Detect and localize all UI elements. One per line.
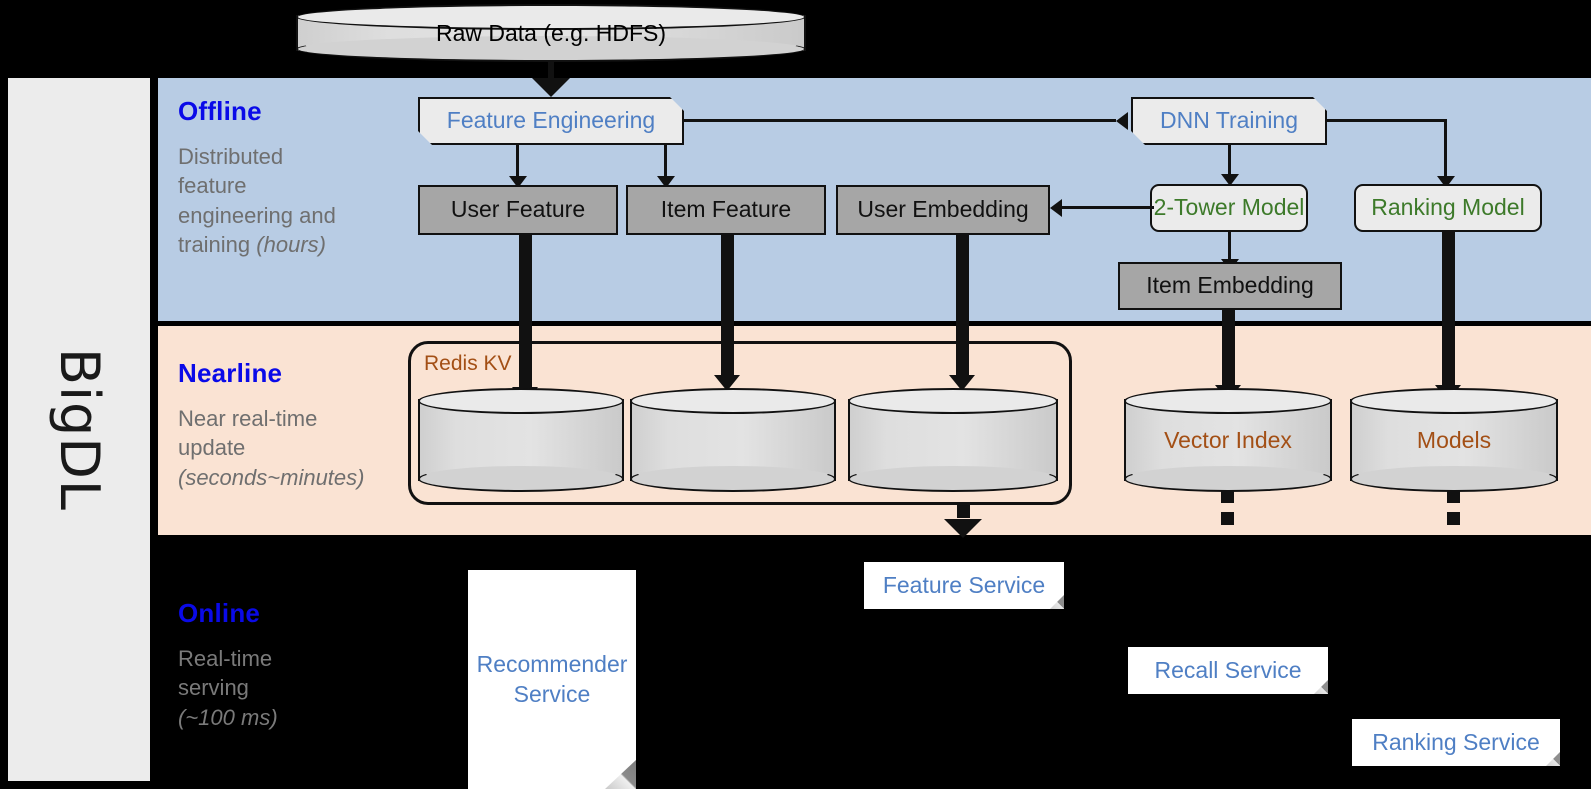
feature-service-surface: Feature Service [864, 562, 1064, 609]
cylinder-top [630, 388, 836, 414]
cylinder-top [848, 388, 1058, 414]
connector-dnn-ranking-h [1327, 119, 1447, 122]
node-user-embedding[interactable]: User Embedding [836, 185, 1050, 235]
bigdl-label: BigDL [47, 348, 111, 511]
item-embedding-label: Item Embedding [1146, 272, 1314, 299]
online-sub-l2: serving [178, 675, 249, 701]
node-feature-service[interactable]: Feature Service [864, 562, 1064, 609]
connector-twotower-itemembedding [1228, 232, 1231, 260]
nearline-sub-l1: Near real-time [178, 406, 318, 431]
band-title-online: Online [178, 598, 261, 628]
connector-dash-vectorindex-a [1221, 490, 1234, 503]
store-item-feature-label [630, 388, 836, 492]
connector-dnn-ranking-v [1444, 119, 1447, 177]
models-cylinder[interactable]: Models [1350, 388, 1558, 492]
recommender-service-surface: Recommender Service [468, 570, 636, 789]
arrowhead-twotower-userembedding [1050, 199, 1062, 217]
recall-service-surface: Recall Service [1128, 647, 1328, 694]
offline-sub-l2: feature [178, 173, 247, 199]
redis-kv-container [408, 341, 1072, 505]
feature-engineering-label: Feature Engineering [446, 107, 656, 134]
connector-dash-vectorindex-b [1221, 512, 1234, 525]
node-user-feature[interactable]: User Feature [418, 185, 618, 235]
cylinder-top [296, 4, 806, 30]
node-item-feature[interactable]: Item Feature [626, 185, 826, 235]
raw-data-label: Raw Data (e.g. HDFS) [435, 19, 667, 46]
recommender-service-label: Recommender Service [476, 650, 628, 707]
band-subtitle-online: Real-time serving (~100 ms) [178, 644, 393, 732]
connector-fe-dnn [684, 119, 1116, 122]
feature-service-label: Feature Service [882, 571, 1046, 598]
band-subtitle-offline: Distributed feature engineering and trai… [178, 142, 388, 260]
cylinder-top [418, 388, 624, 414]
cylinder-bottom [1350, 466, 1558, 492]
vector-index-label: Vector Index [1164, 426, 1292, 453]
node-recall-service[interactable]: Recall Service [1128, 647, 1328, 694]
arrowhead-dnn-twotower [1221, 174, 1239, 186]
vector-index-cylinder[interactable]: Vector Index [1124, 388, 1332, 492]
store-item-feature-cylinder[interactable] [630, 388, 836, 492]
node-ranking-model[interactable]: Ranking Model [1354, 184, 1542, 232]
store-user-embedding-label [848, 388, 1058, 492]
models-label: Models [1416, 426, 1492, 453]
arrowhead-userembedding-store [949, 375, 975, 391]
node-item-embedding[interactable]: Item Embedding [1118, 262, 1342, 310]
ranking-model-label: Ranking Model [1371, 194, 1525, 221]
two-tower-model-label: 2-Tower Model [1153, 194, 1305, 221]
connector-itemembedding-vectorindex [1222, 310, 1235, 388]
user-feature-label: User Feature [450, 196, 586, 223]
store-user-feature-label [418, 388, 624, 492]
item-feature-label: Item Feature [660, 196, 792, 223]
node-recommender-service[interactable]: Recommender Service [468, 570, 636, 789]
recall-service-label: Recall Service [1154, 656, 1302, 683]
offline-sub-l4: training [178, 232, 257, 258]
cylinder-bottom [630, 466, 836, 492]
bigdl-rail: BigDL [8, 78, 150, 781]
nearline-sub-l2: update [178, 435, 246, 461]
arrowhead-itemfeature-store [714, 375, 740, 391]
user-embedding-label: User Embedding [857, 196, 1029, 223]
dnn-training-label: DNN Training [1159, 107, 1299, 134]
node-feature-engineering[interactable]: Feature Engineering [418, 97, 684, 145]
raw-data-cylinder[interactable]: Raw Data (e.g. HDFS) [296, 4, 806, 62]
connector-dash-models-b [1447, 512, 1460, 525]
online-sub-l1: Real-time [178, 646, 273, 671]
node-dnn-training[interactable]: DNN Training [1131, 97, 1327, 145]
store-user-feature-cylinder[interactable] [418, 388, 624, 492]
store-user-embedding-cylinder[interactable] [848, 388, 1058, 492]
connector-rankingmodel-models [1442, 232, 1455, 388]
ranking-service-surface: Ranking Service [1352, 719, 1560, 766]
arrowhead-rawdata-fe [532, 78, 570, 97]
connector-dash-models-a [1447, 490, 1460, 503]
band-title-offline: Offline [178, 96, 262, 126]
connector-userfeature-store [519, 235, 532, 390]
offline-sub-l1: Distributed [178, 144, 284, 169]
connector-fe-userfeature [516, 145, 519, 177]
arrowhead-store-featureservice [944, 519, 982, 538]
cylinder-bottom [296, 36, 806, 62]
cylinder-top [1350, 388, 1558, 414]
online-sub-italic: (~100 ms) [178, 704, 278, 730]
offline-sub-l3: engineering and [178, 202, 336, 228]
band-title-nearline: Nearline [178, 358, 283, 388]
arrowhead-fe-dnn [1116, 112, 1128, 130]
connector-dnn-twotower [1228, 145, 1231, 175]
node-two-tower-model[interactable]: 2-Tower Model [1150, 184, 1308, 232]
band-subtitle-nearline: Near real-time update (seconds~minutes) [178, 404, 413, 492]
connector-rawdata-fe [548, 62, 554, 80]
redis-kv-label: Redis KV [424, 352, 512, 375]
connector-twotower-userembedding [1062, 206, 1154, 209]
cylinder-bottom [848, 466, 1058, 492]
ranking-service-label: Ranking Service [1372, 728, 1540, 755]
offline-sub-italic: (hours) [256, 232, 326, 258]
cylinder-bottom [418, 466, 624, 492]
node-ranking-service[interactable]: Ranking Service [1352, 719, 1560, 766]
cylinder-top [1124, 388, 1332, 414]
connector-dash-featureservice [957, 505, 970, 518]
connector-fe-itemfeature [664, 145, 667, 177]
nearline-sub-italic: (seconds~minutes) [178, 464, 365, 490]
